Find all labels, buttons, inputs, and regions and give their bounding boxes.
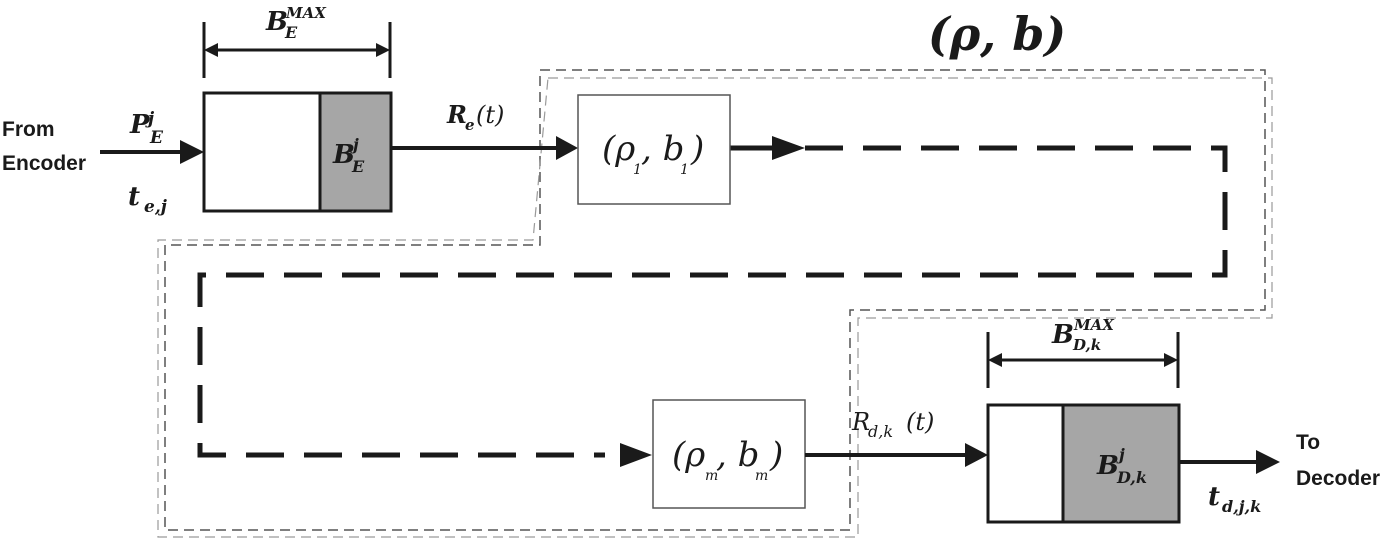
from-label: From xyxy=(2,118,55,141)
decoder-time-label: t d,j,k xyxy=(1208,482,1261,516)
encoder-buffer-max-dimension xyxy=(202,22,392,78)
packet-label: P j E xyxy=(129,109,164,148)
encoder-buffer-fill xyxy=(318,91,393,213)
regulator-1-box xyxy=(577,94,731,205)
dashed-serpentine-path xyxy=(197,136,1228,467)
input-arrowhead xyxy=(180,140,204,164)
encoder-rate-label: R e (t) xyxy=(446,100,504,134)
encoder-buffer-empty xyxy=(202,91,322,213)
decoder-buffer-fill xyxy=(1061,403,1181,524)
dashed-region xyxy=(157,69,1273,538)
dashed-region-shadow xyxy=(157,77,1273,538)
diagram-title: (ρ, b) xyxy=(928,7,1066,61)
decoder-buffer-max-dimension xyxy=(986,332,1180,388)
encoder-rate-arrowhead xyxy=(556,136,578,160)
decoder-buffer-fill-label: B j D,k xyxy=(1096,445,1147,487)
decoder-buffer-max-label: B MAX D,k xyxy=(1051,315,1119,354)
decoder-rate-arrowhead xyxy=(965,443,988,467)
encoder-label: Encoder xyxy=(2,152,86,175)
decoder-rate-label: R d,k (t) xyxy=(851,408,934,441)
regulator-1-label: (ρ 1 , b 1 ) xyxy=(602,129,704,178)
arrowhead-first-dash xyxy=(772,136,805,160)
decoder-buffer-empty xyxy=(986,403,1065,524)
regulator-m-box xyxy=(652,399,806,509)
decoder-label: Decoder xyxy=(1296,467,1380,490)
encoder-buffer-max-label: B MAX E xyxy=(265,3,331,42)
to-label: To xyxy=(1296,431,1320,454)
arrowhead-into-regulator-m xyxy=(620,443,652,467)
regulator-m-label: (ρ m , b m ) xyxy=(672,435,783,484)
dashed-region-outline xyxy=(164,69,1266,531)
output-arrowhead xyxy=(1256,450,1280,474)
encoder-time-label: t e,j xyxy=(128,182,168,217)
encoder-buffer-fill-label: B j E xyxy=(332,135,365,176)
